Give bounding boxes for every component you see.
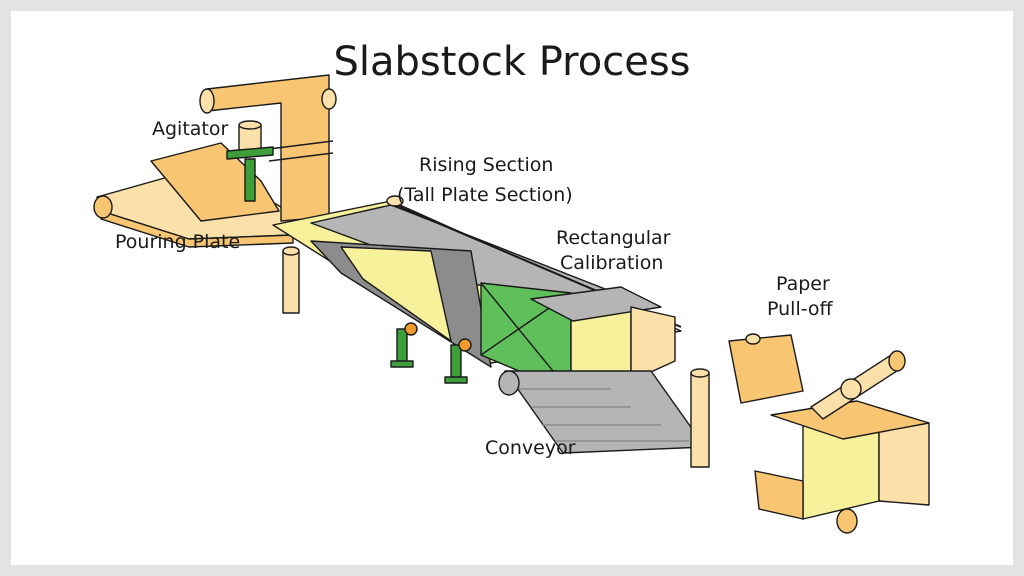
label-rectangular: Rectangular [556,227,671,249]
rewind-roll-end [888,350,906,372]
paper-roll-mid [690,372,710,468]
label-agitator: Agitator [152,118,229,140]
agitator-stand [226,146,274,202]
foam-block-paper-base [754,470,804,520]
label-conveyor: Conveyor [485,437,576,459]
stand-2 [450,344,462,382]
pouring-plate-edge [100,210,294,248]
paper-roll-mid-top [690,368,710,378]
label-pouring-plate: Pouring Plate [115,231,240,253]
stand-1-gear [404,322,418,336]
rising-roll [386,195,404,207]
calibration-block-face [630,306,676,382]
label-rising-section: Rising Section [419,154,553,176]
slabstock-diagram: Agitator Pouring Plate Rising Section (T… [93,74,930,534]
conveyor-roller [498,370,520,396]
diagram-title: Slabstock Process [333,39,691,85]
stand-2-base [444,376,468,384]
paper-roll-left-top [282,246,300,256]
stand-1-base [390,360,414,368]
rising-section-yellow [340,246,452,342]
label-paper: Paper [776,273,830,295]
agitator-drum-top [238,120,262,130]
diagram-frame: Slabstock Process [11,11,1013,565]
tower-rail-2 [268,152,334,162]
label-calibration: Calibration [560,252,663,274]
tower-roll-right [321,88,337,110]
calibration-block-top [530,286,662,322]
bottom-roll [836,508,858,534]
label-pull-off: Pull-off [767,298,834,320]
stand-2-gear [458,338,472,352]
rewind-roll-hub [840,378,862,400]
tower-rail-1 [268,140,334,150]
paper-pulloff-sheet [728,334,804,404]
tower-top-roll [199,88,215,114]
paper-roll-left [282,250,300,314]
stand-1 [396,328,408,366]
feed-roll-end [93,195,113,219]
pulloff-roll [745,333,761,345]
label-tall-plate-section: (Tall Plate Section) [397,184,573,206]
